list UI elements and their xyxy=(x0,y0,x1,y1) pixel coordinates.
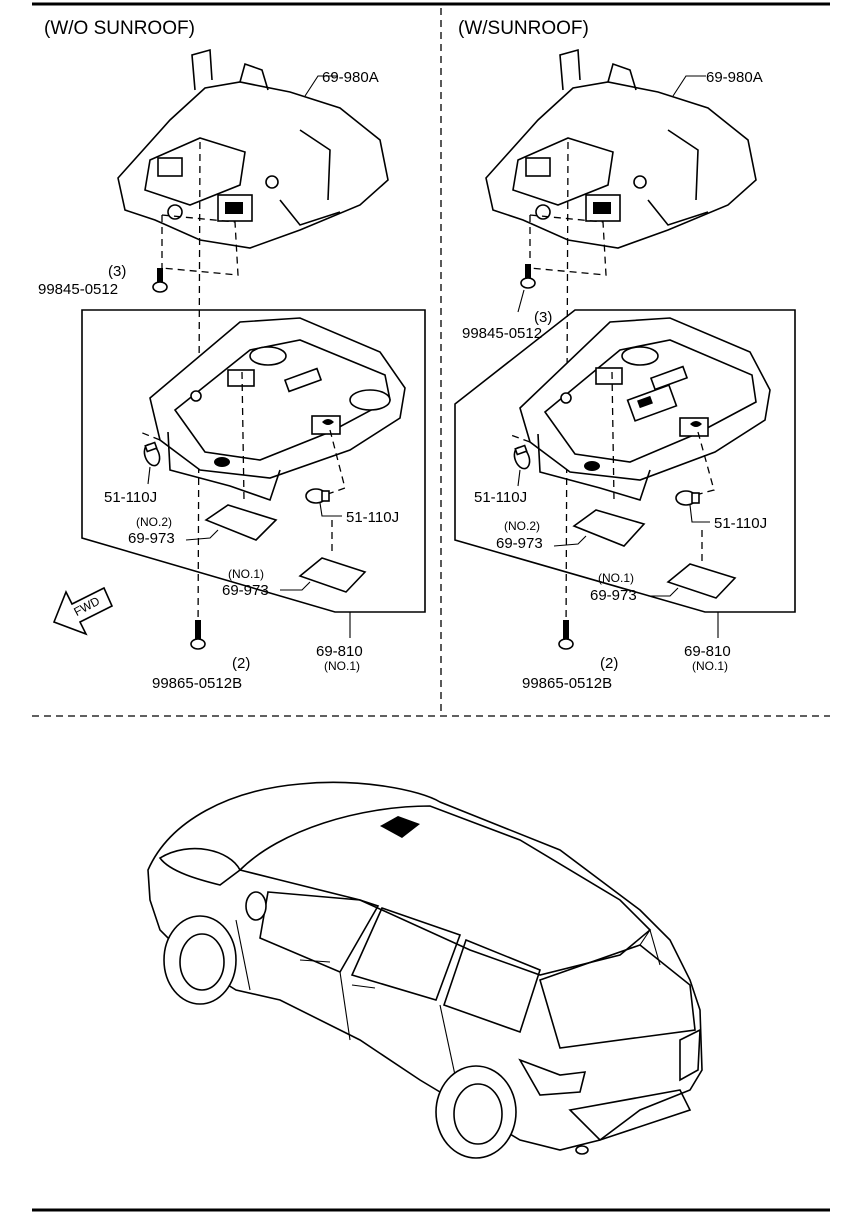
bolt-part-label: 99865-0512B xyxy=(522,675,612,692)
lens1-no-label: (NO.1) xyxy=(598,571,634,585)
guide-line xyxy=(161,214,239,276)
map-lamp-assembly-left xyxy=(149,317,406,502)
leader-line xyxy=(147,466,151,485)
screw-icon xyxy=(152,268,168,293)
lens1-no-label: (NO.1) xyxy=(228,567,264,581)
bulb-icon xyxy=(305,488,330,504)
lens1-part-label: 69-973 xyxy=(590,587,637,604)
leader-line xyxy=(517,469,521,487)
map-lamp-part-label: 69-810 xyxy=(316,643,363,660)
bolt-icon xyxy=(558,620,574,650)
bulb-icon xyxy=(513,444,531,470)
roof-lamp-location xyxy=(380,816,420,838)
bolt-qty-label: (2) xyxy=(600,655,618,672)
screw-part-label: 99845-0512 xyxy=(38,281,118,298)
console-bracket-right xyxy=(485,48,757,249)
guide-line xyxy=(529,214,607,276)
screw-qty-label: (3) xyxy=(108,263,126,280)
lens1-part-label: 69-973 xyxy=(222,582,269,599)
leader-line xyxy=(517,289,525,313)
fwd-arrow-icon: FWD xyxy=(52,586,114,636)
map-lamp-no-label: (NO.1) xyxy=(324,659,360,673)
vehicle-illustration xyxy=(147,781,703,1159)
lens2-no-label: (NO.2) xyxy=(136,515,172,529)
header-without-sunroof: (W/O SUNROOF) xyxy=(44,18,195,39)
map-lamp-assembly-right xyxy=(519,317,771,501)
console-bracket-label: 69-980A xyxy=(322,69,379,86)
lens-no2-right xyxy=(572,509,646,547)
lens-no1-left xyxy=(298,557,367,593)
lens-no1-right xyxy=(666,563,737,599)
bolt-qty-label: (2) xyxy=(232,655,250,672)
leader-line xyxy=(648,587,679,597)
map-lamp-part-label: 69-810 xyxy=(684,643,731,660)
leader-line xyxy=(672,75,706,97)
leader-line xyxy=(280,581,311,591)
map-lamp-box xyxy=(454,309,796,613)
lens-no2-left xyxy=(204,504,278,541)
bulb-icon xyxy=(675,490,700,506)
screw-icon xyxy=(520,264,536,289)
bulb-a-label: 51-110J xyxy=(104,489,157,506)
bolt-icon xyxy=(190,620,206,650)
bulb-b-label: 51-110J xyxy=(714,515,767,532)
screw-part-label: 99845-0512 xyxy=(462,325,542,342)
left-panel: (3) 99845-0512 69-980A 51-11 xyxy=(38,48,426,692)
bulb-b-label: 51-110J xyxy=(346,509,399,526)
guide-line xyxy=(241,371,245,501)
console-bracket-label: 69-980A xyxy=(706,69,763,86)
right-panel: (3) 99845-0512 69-980A 51-110J xyxy=(454,48,796,692)
lens2-part-label: 69-973 xyxy=(128,530,175,547)
leader-line xyxy=(553,535,587,547)
bulb-icon xyxy=(143,441,161,467)
leader-line xyxy=(304,75,338,97)
leader-line xyxy=(689,504,710,523)
map-lamp-no-label: (NO.1) xyxy=(692,659,728,673)
screw-qty-label: (3) xyxy=(534,309,552,326)
leader-line xyxy=(319,502,342,517)
leader-line xyxy=(185,529,219,541)
lens2-part-label: 69-973 xyxy=(496,535,543,552)
lens2-no-label: (NO.2) xyxy=(504,519,540,533)
console-bracket-left xyxy=(117,48,389,249)
bolt-part-label: 99865-0512B xyxy=(152,675,242,692)
guide-line xyxy=(611,371,615,501)
header-with-sunroof: (W/SUNROOF) xyxy=(458,18,589,39)
map-lamp-box xyxy=(81,309,426,613)
bulb-a-label: 51-110J xyxy=(474,489,527,506)
